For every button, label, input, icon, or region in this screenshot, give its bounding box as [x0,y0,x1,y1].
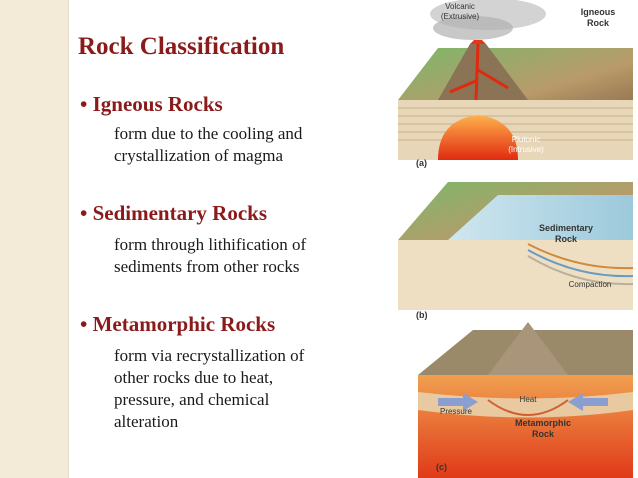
panel-b-sedimentary-diagram: (b) Sedimentary Rock Compaction [398,182,634,320]
sedimentary-heading: Sedimentary Rocks [92,201,268,225]
panel-b-tag: (b) [416,310,428,320]
metamorphic-heading: Metamorphic Rocks [92,312,276,336]
igneous-rock-label-2: Rock [587,18,610,28]
rock-cycle-figure: (a) Volcanic (Extrusive) Igneous Rock Pl… [398,0,634,478]
panel-a-tag: (a) [416,158,427,168]
bullet-igneous: • Igneous Rocks [80,92,223,117]
intrusive-label: (Intrusive) [508,145,544,154]
volcanic-label: Volcanic [445,2,475,11]
text-line: pressure, and chemical [114,390,270,409]
pressure-label: Pressure [440,407,473,416]
igneous-heading: Igneous Rocks [92,92,223,116]
slide-title: Rock Classification [78,33,285,60]
bullet-sedimentary: • Sedimentary Rocks [80,201,267,226]
igneous-rock-label: Igneous [581,7,616,17]
igneous-description: form due to the cooling and crystallizat… [114,123,302,167]
panel-a-igneous-diagram: (a) Volcanic (Extrusive) Igneous Rock Pl… [398,0,633,168]
text-line: form via recrystallization of [114,346,305,365]
metamorphic-rock-label: Metamorphic [515,418,571,428]
sedimentary-description: form through lithification of sediments … [114,234,306,278]
panel-c-metamorphic-diagram: (c) Heat Pressure Metamorphic Rock [418,322,633,478]
bullet-metamorphic: • Metamorphic Rocks [80,312,275,337]
text-line: sediments from other rocks [114,257,300,276]
sedimentary-rock-label-2: Rock [555,234,578,244]
extrusive-label: (Extrusive) [441,12,480,21]
text-line: crystallization of magma [114,146,283,165]
plutonic-label: Plutonic [512,135,540,144]
compaction-label: Compaction [569,280,612,289]
bullet-marker: • [80,92,88,116]
bullet-marker: • [80,201,88,225]
metamorphic-rock-label-2: Rock [532,429,555,439]
panel-c-tag: (c) [436,462,447,472]
text-line: alteration [114,412,179,431]
text-line: form due to the cooling and [114,124,303,143]
sedimentary-rock-label: Sedimentary [539,223,593,233]
heat-label: Heat [520,395,538,404]
text-line: other rocks due to heat, [114,368,274,387]
bullet-marker: • [80,312,88,336]
metamorphic-description: form via recrystallization of other rock… [114,345,304,433]
left-decorative-stripe [0,0,69,478]
text-line: form through lithification of [114,235,307,254]
